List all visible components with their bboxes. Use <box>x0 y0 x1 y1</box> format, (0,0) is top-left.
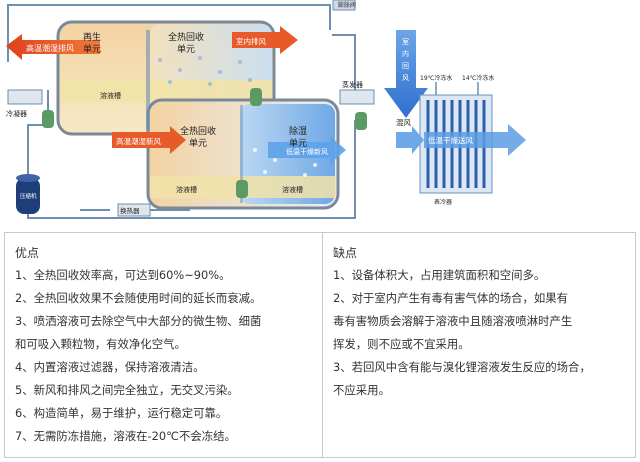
indoor-return-label-1: 室 <box>402 37 409 46</box>
exhaust-air-label: 高温潮湿排风 <box>26 43 74 53</box>
heat-recovery-bottom-label-2: 单元 <box>189 137 207 149</box>
advantage-item: 2、全热回收效果不会随使用时间的延长而衰减。 <box>15 291 262 305</box>
advantages-column: 优点 1、全热回收效率高，可达到60%~90%。 2、全热回收效果不会随使用时间… <box>5 233 323 457</box>
heat-exchanger-label: 换热器 <box>120 206 140 215</box>
disadvantage-item: 3、若回风中含有能与溴化锂溶液发生反应的场合， <box>333 360 591 374</box>
mixed-air-label: 混风 <box>396 118 411 127</box>
indoor-return-label-3: 回 <box>402 62 409 70</box>
heat-recovery-bottom-label-1: 全热回收 <box>180 125 216 137</box>
solution-tank-top-label: 溶液槽 <box>100 91 121 100</box>
cold-water-out-label: 14℃冷冻水 <box>462 74 494 82</box>
evaporator-label: 蒸发器 <box>342 80 363 89</box>
supply-air-label: 低温干燥新风 <box>286 147 328 156</box>
advantage-item: 5、新风和排风之间完全独立，无交叉污染。 <box>15 383 239 397</box>
fresh-air-in-label: 高温潮湿新风 <box>116 136 161 146</box>
indoor-exhaust-label: 室内排风 <box>236 36 266 46</box>
low-temp-air-label: 低温干燥送风 <box>428 135 473 145</box>
top-valve-label: 膨胀阀 <box>338 1 356 9</box>
dehumid-unit-label-2: 单元 <box>289 137 307 149</box>
disadvantages-title: 缺点 <box>333 246 358 260</box>
solution-tank-right-label: 溶液槽 <box>282 185 303 194</box>
advantage-item: 和可吸入颗粒物，有效净化空气。 <box>15 337 186 351</box>
pros-cons-table: 优点 1、全热回收效率高，可达到60%~90%。 2、全热回收效果不会随使用时间… <box>4 232 636 458</box>
advantage-item: 4、内置溶液过滤器，保持溶液清洁。 <box>15 360 205 374</box>
condenser-label: 冷凝器 <box>6 109 27 118</box>
advantage-item: 3、喷洒溶液可去除空气中大部分的微生物、细菌 <box>15 314 262 328</box>
coil-label: 表冷器 <box>434 198 452 206</box>
disadvantage-item: 不应采用。 <box>333 383 390 397</box>
disadvantages-column: 缺点 1、设备体积大，占用建筑面积和空间多。 2、对于室内产生有毒有害气体的场合… <box>323 233 635 457</box>
dehumid-unit-label-1: 除湿 <box>289 125 307 137</box>
regen-unit-label-2: 单元 <box>83 43 101 55</box>
cold-water-in-label: 19℃冷冻水 <box>420 74 452 82</box>
solution-tank-bottom-label: 溶液槽 <box>176 185 197 194</box>
advantage-item: 1、全热回收效率高，可达到60%~90%。 <box>15 268 231 282</box>
advantage-item: 6、构造简单，易于维护，运行稳定可靠。 <box>15 406 228 420</box>
advantages-title: 优点 <box>15 246 40 260</box>
system-diagram: 膨胀阀 <box>0 0 640 228</box>
advantage-item: 7、无需防冻措施，溶液在-20℃不会冻结。 <box>15 429 236 443</box>
indoor-return-label-4: 风 <box>402 74 409 82</box>
heat-recovery-top-label-2: 单元 <box>177 43 195 55</box>
compressor-label: 压缩机 <box>20 192 37 200</box>
regen-unit-label-1: 再生 <box>83 31 101 43</box>
disadvantage-item: 1、设备体积大，占用建筑面积和空间多。 <box>333 268 546 282</box>
disadvantage-item: 挥发，则不应或不宜采用。 <box>333 337 470 351</box>
heat-recovery-top-label-1: 全热回收 <box>168 31 204 43</box>
disadvantage-item: 毒有害物质会溶解于溶液中且随溶液喷淋时产生 <box>333 314 573 328</box>
indoor-return-label-2: 内 <box>402 49 409 58</box>
disadvantage-item: 2、对于室内产生有毒有害气体的场合，如果有 <box>333 291 569 305</box>
